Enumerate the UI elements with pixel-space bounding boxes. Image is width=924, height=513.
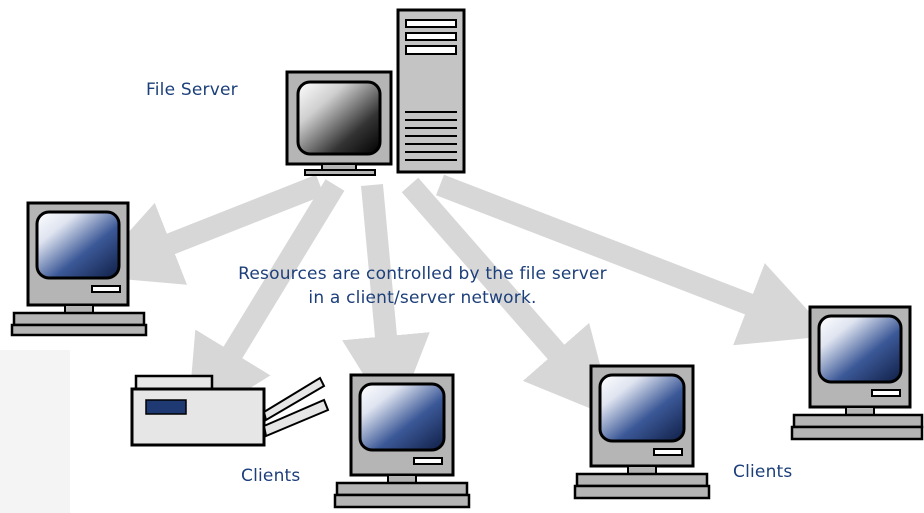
arrow-to-middle-right-computer xyxy=(401,177,614,419)
connection-arrows xyxy=(89,174,832,428)
client-computer-left xyxy=(10,201,148,337)
caption-line-2: in a client/server network. xyxy=(308,288,537,308)
caption-line-1: Resources are controlled by the file ser… xyxy=(238,264,607,284)
clients-label-left: Clients xyxy=(241,466,301,486)
printer xyxy=(130,374,330,447)
file-server-tower xyxy=(396,8,466,174)
arrow-to-printer xyxy=(187,179,345,428)
client-computer-middle-right xyxy=(573,364,711,500)
file-server-monitor xyxy=(285,70,393,176)
arrow-to-left-computer xyxy=(89,174,325,285)
network-caption: Resources are controlled by the file ser… xyxy=(100,262,745,310)
arrow-to-bottom-computer xyxy=(342,183,430,424)
client-computer-right xyxy=(790,305,924,441)
clients-label-right: Clients xyxy=(733,462,793,482)
file-server-label: File Server xyxy=(146,80,238,100)
arrow-to-right-computer xyxy=(436,174,832,346)
background-band xyxy=(0,350,70,513)
client-computer-bottom xyxy=(333,373,471,509)
